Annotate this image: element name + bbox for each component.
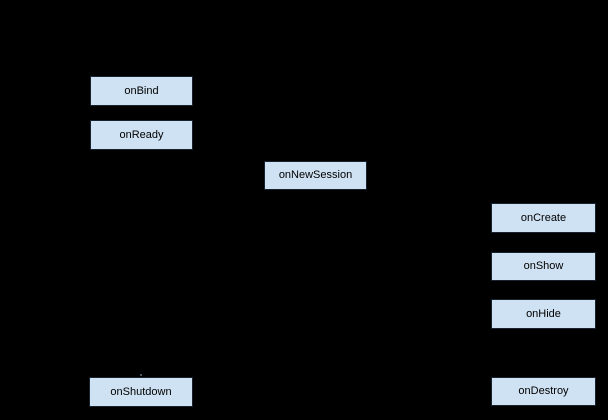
node-onhide: onHide bbox=[491, 299, 596, 329]
arrowhead-remnant-dot bbox=[140, 374, 142, 376]
node-onready: onReady bbox=[90, 120, 193, 150]
node-onshow: onShow bbox=[491, 252, 596, 281]
node-oncreate: onCreate bbox=[491, 203, 596, 233]
node-onnewsession: onNewSession bbox=[264, 161, 367, 190]
node-onshutdown: onShutdown bbox=[89, 377, 193, 407]
node-ondestroy: onDestroy bbox=[491, 377, 596, 406]
node-onbind: onBind bbox=[90, 76, 193, 106]
